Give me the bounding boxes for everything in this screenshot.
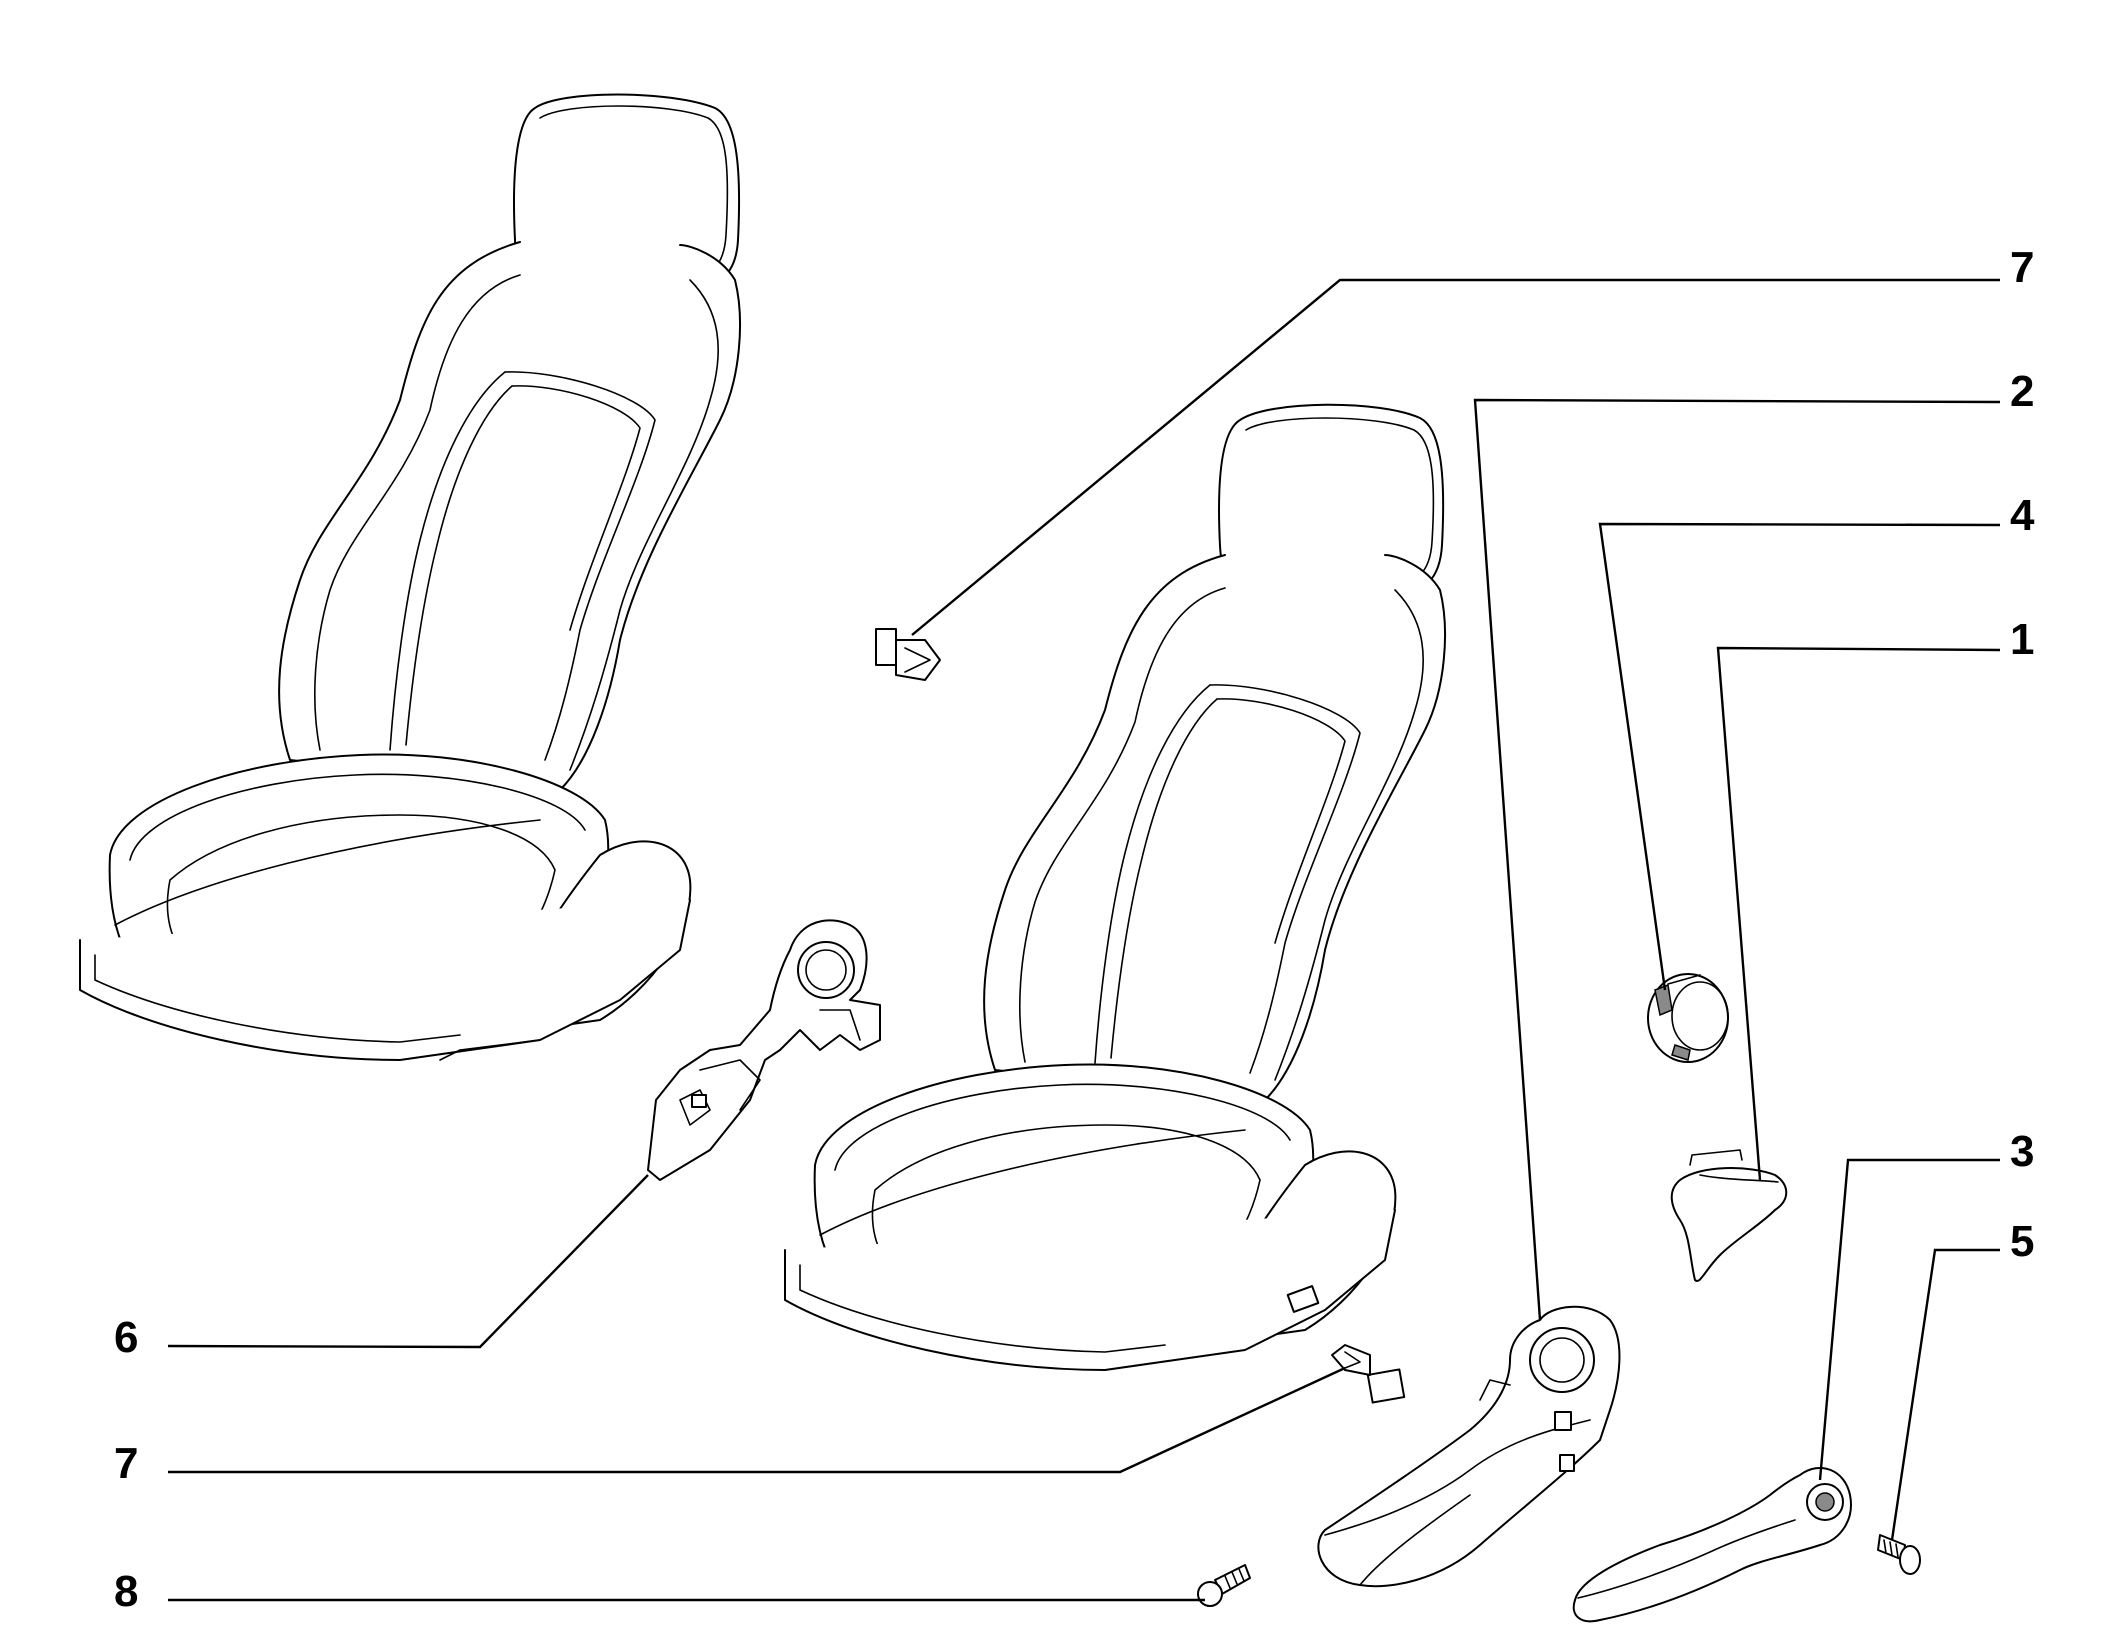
clip-part-7-bottom <box>1331 1344 1406 1404</box>
callout-7-bottom: 7 <box>114 1439 138 1488</box>
lever-part-3 <box>1572 1466 1852 1623</box>
callout-1: 1 <box>2010 615 2034 664</box>
callout-8: 8 <box>114 1567 138 1616</box>
clip-part-7-top <box>875 628 941 681</box>
screw-part-5 <box>1877 1534 1921 1575</box>
leader-lines <box>167 278 2001 1602</box>
side-cover-part-2 <box>1317 1305 1621 1588</box>
callout-7-top: 7 <box>2010 243 2034 292</box>
callout-6: 6 <box>114 1313 138 1362</box>
leader-5 <box>1890 1248 2000 1541</box>
bracket-part-6 <box>647 919 881 1181</box>
left-seat <box>79 93 741 1061</box>
leader-3 <box>1818 1158 2000 1481</box>
leader-7-top <box>911 278 2000 636</box>
leader-2 <box>1473 398 2001 1321</box>
bolt-part-8 <box>1197 1564 1251 1607</box>
callout-5: 5 <box>2010 1217 2034 1266</box>
right-seat <box>784 403 1446 1371</box>
callout-labels: 7 2 4 1 3 5 6 7 8 <box>114 243 2035 1616</box>
knob-part-4 <box>1647 973 1729 1063</box>
leader-1 <box>1716 646 2001 1181</box>
callout-4: 4 <box>2010 491 2035 540</box>
leader-6 <box>167 1174 649 1349</box>
leader-7-bottom <box>168 1366 1346 1474</box>
leader-4 <box>1598 522 2001 991</box>
callout-2: 2 <box>2010 367 2034 416</box>
cap-part-1 <box>1670 1149 1788 1282</box>
callout-3: 3 <box>2010 1127 2034 1176</box>
